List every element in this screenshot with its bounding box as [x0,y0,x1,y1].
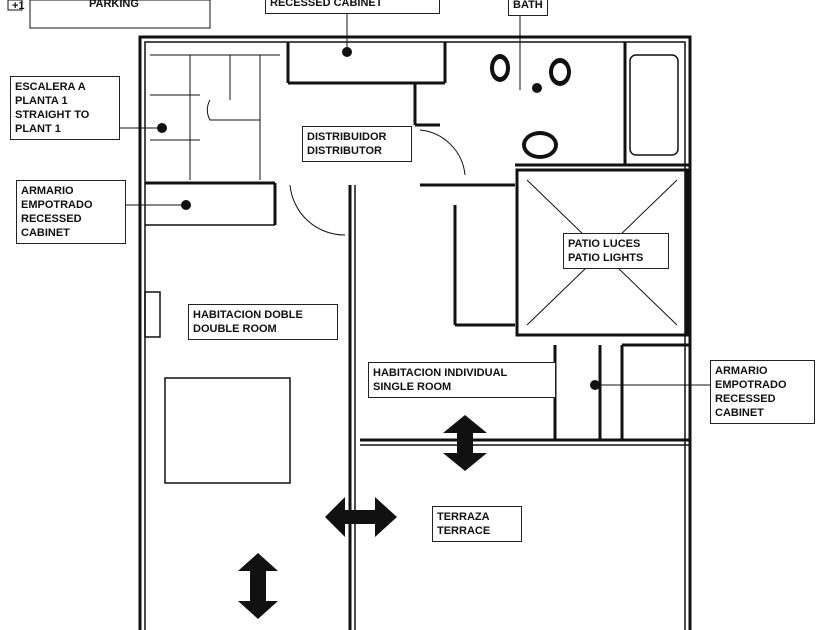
label-cabinet-left: ARMARIO EMPOTRADO RECESSED CABINET [16,180,126,244]
door-arc [289,184,346,236]
arrow-icon [443,415,487,471]
label-single-room: HABITACION INDIVIDUAL SINGLE ROOM [368,362,556,398]
outer-wall [138,35,692,630]
label-bath: BATH [508,0,548,16]
bed [164,377,291,484]
label-cabinet-right: ARMARIO EMPOTRADO RECESSED CABINET [710,360,815,424]
level-marker: +1 [12,0,25,12]
label-parking: PARKING [89,0,139,10]
patio-lights [515,168,689,337]
parking-box [29,0,211,29]
staircase [150,54,280,141]
label-recessed-cabinet-top: RECESSED CABINET [265,0,440,14]
label-distributor: DISTRIBUIDOR DISTRIBUTOR [302,126,412,162]
bathtub [629,54,679,156]
label-double-room: HABITACION DOBLE DOUBLE ROOM [188,304,338,340]
arrow-icon [325,497,397,537]
label-terrace: TERRAZA TERRACE [432,506,522,542]
label-stairs: ESCALERA A PLANTA 1 STRAIGHT TO PLANT 1 [10,76,120,140]
label-patio: PATIO LUCES PATIO LIGHTS [563,233,669,269]
arrow-icon [238,553,278,619]
